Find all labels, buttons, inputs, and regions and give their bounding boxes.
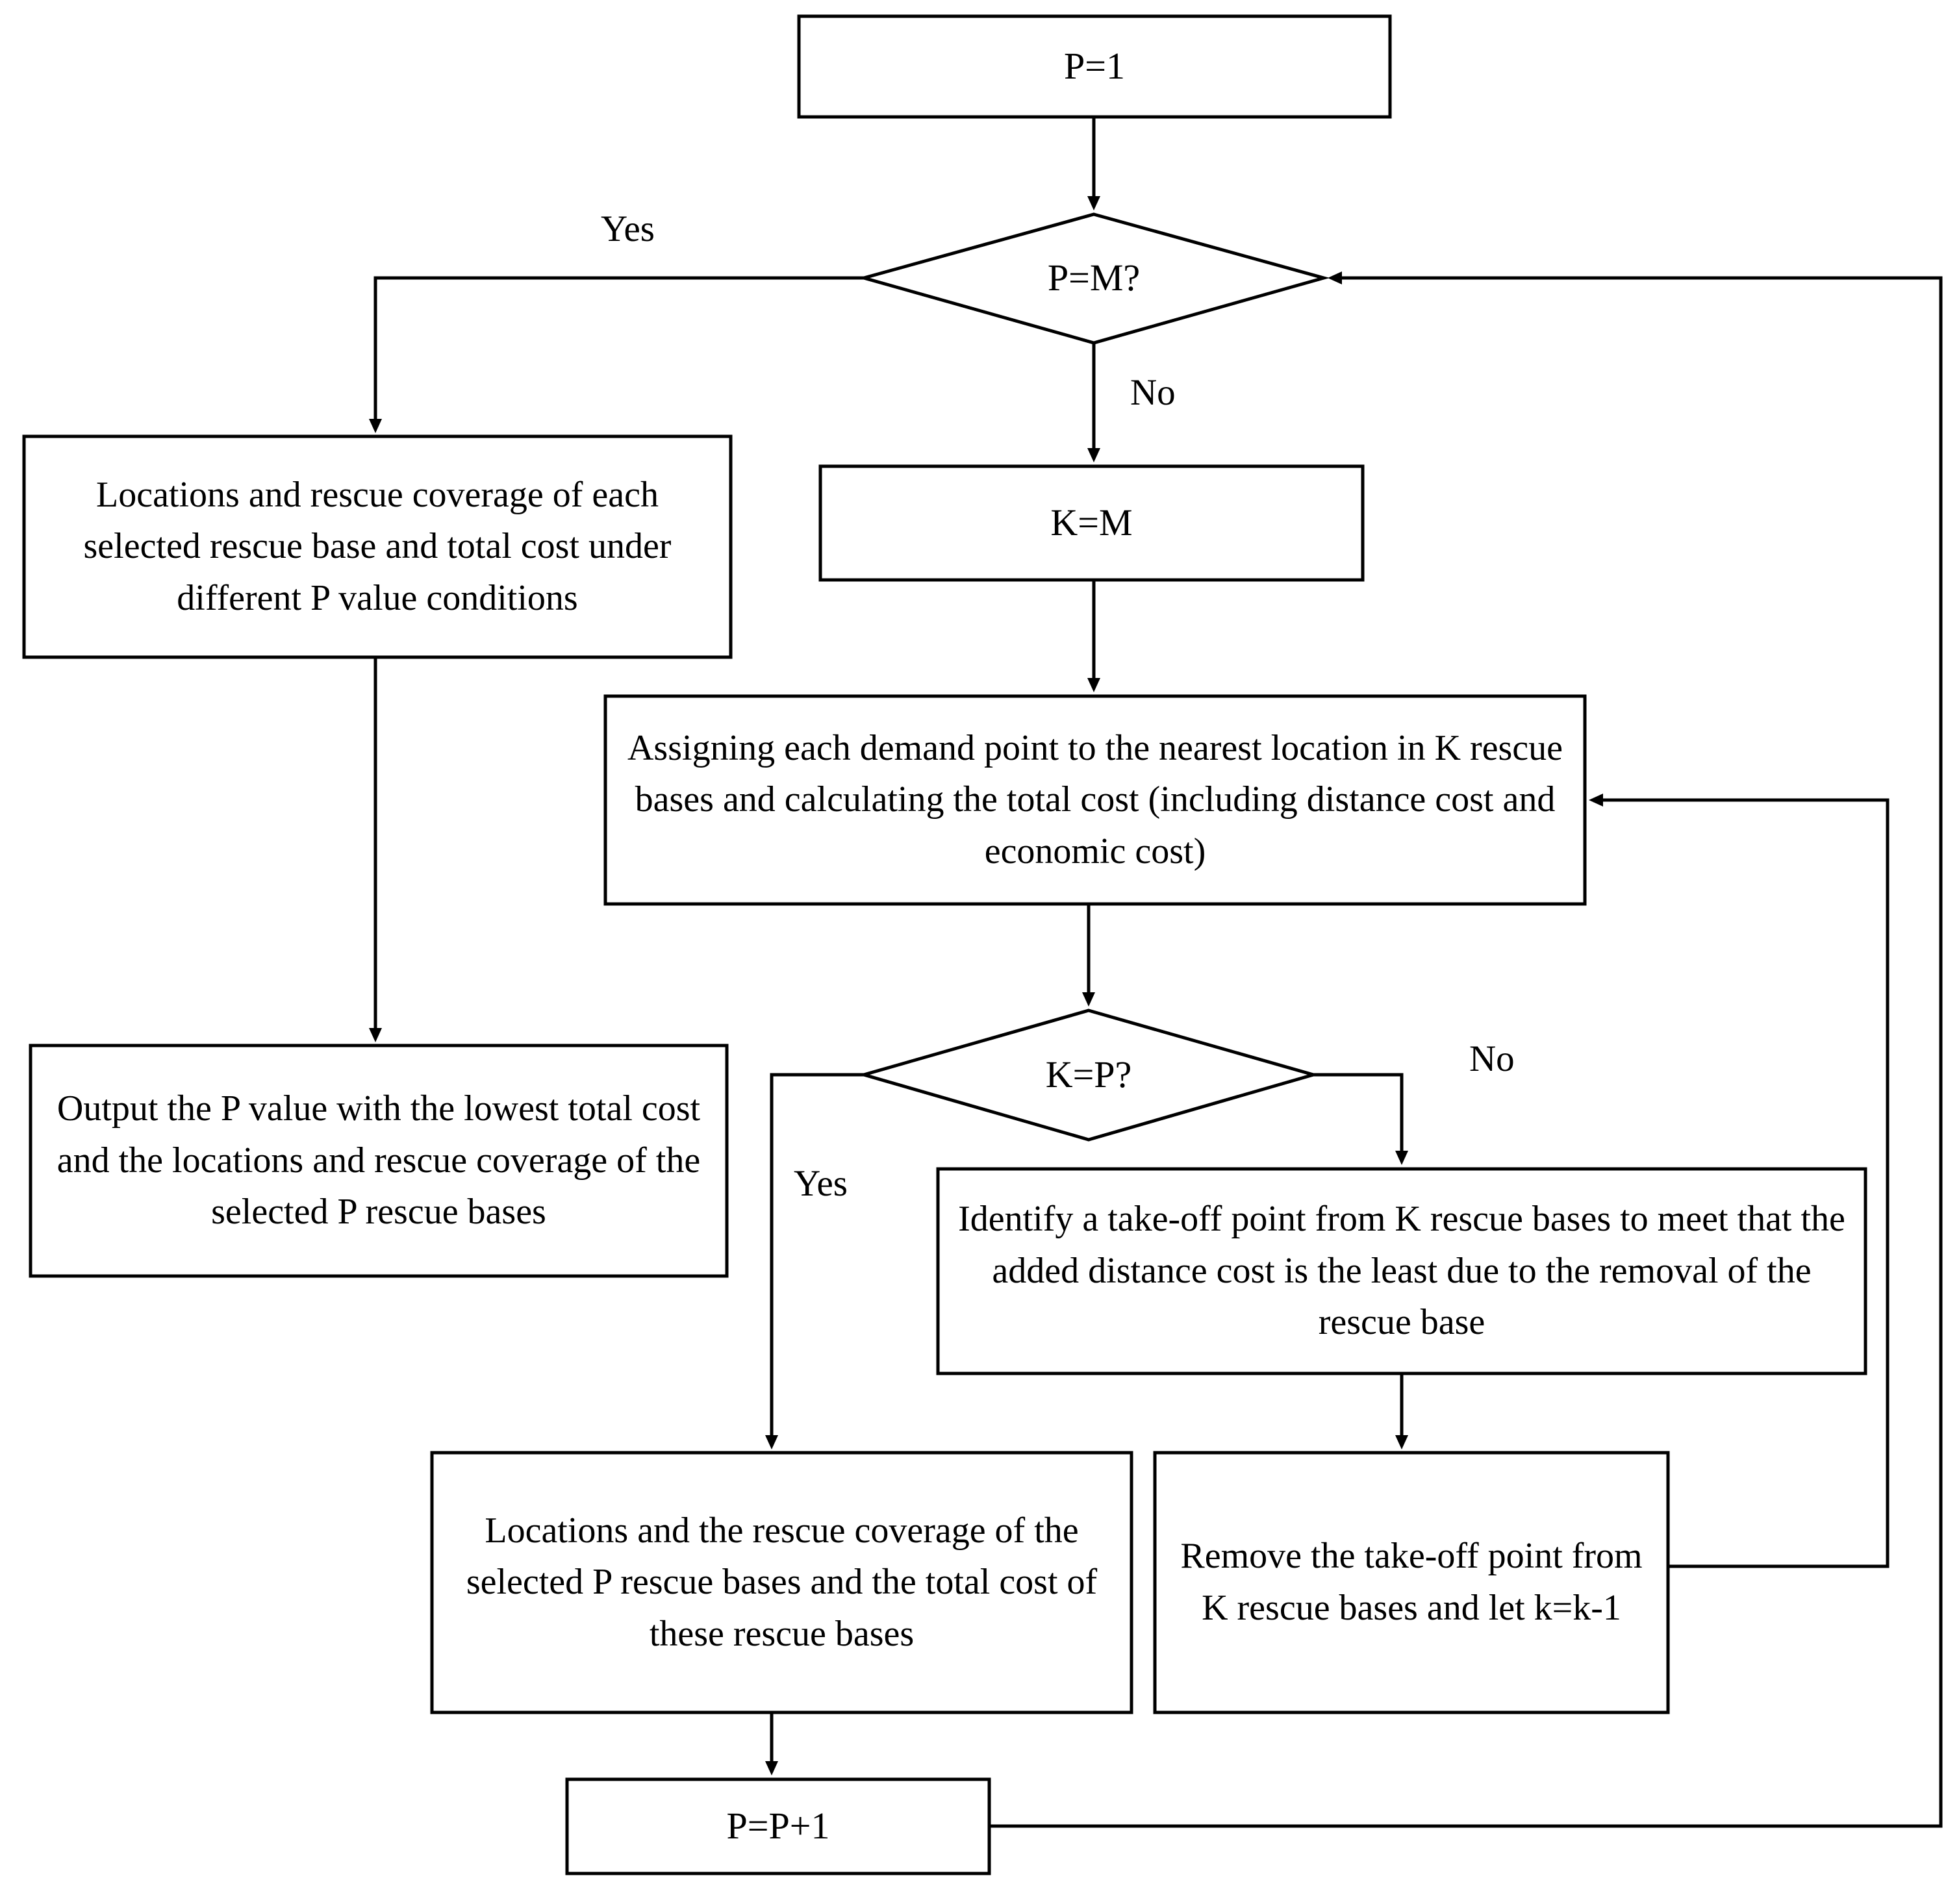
node-increment[interactable] xyxy=(565,1777,991,1875)
node-km[interactable] xyxy=(818,464,1365,582)
edge-remove-to-assign xyxy=(1589,794,1889,1568)
node-identify[interactable] xyxy=(936,1167,1867,1375)
node-assign[interactable] xyxy=(603,694,1587,906)
node-remove[interactable] xyxy=(1153,1451,1670,1714)
edge-label-kp-no: No xyxy=(1469,1038,1515,1079)
edge-label-kp-yes: Yes xyxy=(794,1163,848,1204)
edge-kp-yes-to-locations xyxy=(765,1073,864,1449)
edge-increment-to-pm xyxy=(989,271,1943,1828)
node-output[interactable] xyxy=(29,1044,729,1278)
node-decision-pm[interactable] xyxy=(857,212,1330,345)
edge-pm-yes-to-summary xyxy=(369,276,864,433)
node-summary[interactable] xyxy=(22,434,733,659)
edge-label-pm-yes: Yes xyxy=(601,208,655,249)
node-locations[interactable] xyxy=(430,1451,1133,1714)
edge-kp-no-to-identify xyxy=(1313,1073,1408,1165)
edge-label-pm-no: No xyxy=(1130,372,1176,413)
node-decision-kp[interactable] xyxy=(857,1008,1320,1142)
node-start[interactable] xyxy=(797,14,1392,119)
